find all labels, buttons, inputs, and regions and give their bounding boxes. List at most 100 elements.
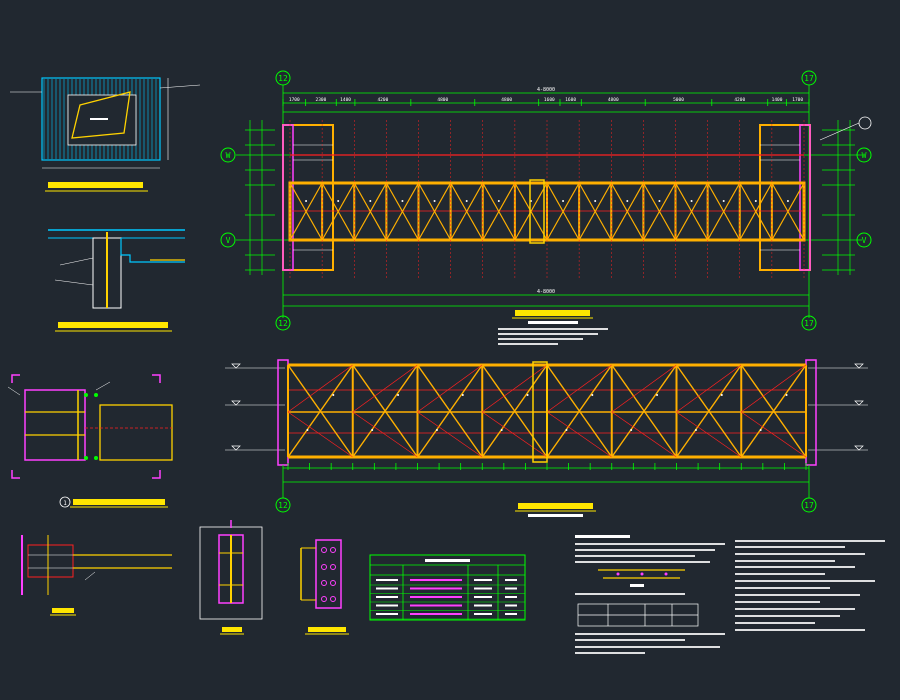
table-cell-text — [474, 579, 492, 581]
truss-plan — [288, 120, 806, 280]
elevation-marker — [332, 394, 335, 396]
elevation-marker — [694, 429, 697, 431]
plan-brace — [514, 182, 548, 241]
note-line — [735, 573, 825, 575]
elevation-secondary-brace — [417, 364, 483, 413]
elevation-secondary-brace — [482, 411, 548, 458]
plan-brace — [385, 182, 420, 241]
table-cell-text — [376, 596, 398, 598]
grid-ticks-elevation — [282, 465, 810, 498]
note-line — [575, 561, 710, 563]
axis-label: 17 — [804, 501, 814, 510]
table-cell-text — [376, 613, 398, 615]
elevation-secondary-brace — [482, 364, 548, 413]
plan-brace — [321, 182, 355, 241]
plan-marker — [786, 200, 789, 202]
note-line — [575, 543, 725, 545]
plan-brace — [353, 182, 387, 241]
axis-label: 12 — [278, 74, 288, 83]
detail-callout-top-right — [819, 116, 872, 141]
plan-brace — [450, 182, 484, 241]
note-line — [735, 601, 820, 603]
dimension-segment-label: 1700 — [289, 97, 300, 103]
detail-hatched-plan — [10, 77, 201, 192]
elevation-marker — [397, 394, 400, 396]
elevation-brace — [416, 364, 483, 458]
dimension-segment-label: 1700 — [792, 97, 803, 103]
elevation-secondary-brace — [676, 411, 742, 458]
dimension-segment-label: 5000 — [673, 97, 684, 103]
note-line — [575, 633, 725, 635]
plan-marker — [497, 200, 500, 202]
plan-marker — [369, 200, 372, 202]
dimension-bottom-plan — [283, 294, 809, 307]
elevation-view: 12 17 — [225, 359, 868, 517]
note-line — [575, 593, 685, 595]
table-cell-text — [410, 579, 462, 581]
elevation-secondary-brace — [676, 364, 742, 413]
note-line — [575, 555, 695, 557]
axis-bubble-12-bottom: 12 — [275, 315, 291, 331]
end-platform-right — [759, 124, 811, 271]
elevation-marker — [435, 429, 438, 431]
axis-label: 12 — [278, 319, 288, 328]
table-cell-text — [376, 587, 398, 590]
dimension-segment-label: 2300 — [316, 97, 327, 103]
table-cell-text — [410, 587, 462, 590]
elevation-brace — [481, 364, 548, 458]
note-table — [577, 603, 699, 627]
table-cell-text — [474, 596, 492, 598]
note-line — [735, 546, 845, 548]
elevation-marker — [371, 429, 374, 431]
elevation-marker — [526, 394, 529, 396]
table-cell-text — [410, 604, 462, 607]
plan-bays — [289, 120, 805, 280]
dimension-segment-label: 1400 — [340, 97, 351, 103]
note-line — [735, 594, 860, 596]
plan-brace — [482, 182, 516, 241]
elevation-brace — [675, 364, 742, 458]
plan-brace — [771, 182, 805, 241]
plan-brace — [546, 182, 580, 241]
elevation-brace — [287, 364, 354, 458]
notes-profile-sketch — [598, 569, 685, 587]
plan-marker — [433, 200, 436, 202]
dimension-segment-label: 4800 — [437, 97, 448, 103]
elevation-levels-left — [225, 367, 285, 451]
note-line — [575, 639, 685, 641]
elevation-marker — [759, 429, 762, 431]
table-cell-text — [376, 604, 398, 607]
elevation-triangle-icon — [231, 363, 864, 451]
elevation-marker — [565, 429, 568, 431]
elevation-secondary-brace — [287, 364, 353, 413]
elevation-marker — [500, 429, 503, 431]
table-cell-text — [505, 613, 517, 615]
overall-dimension-top: 4-8000 — [537, 87, 555, 93]
axis-bubble-12-top: 12 — [275, 70, 291, 86]
table-cell-text — [474, 613, 492, 615]
general-notes — [575, 535, 885, 654]
plan-title-block — [498, 310, 608, 345]
plan-brace — [674, 182, 709, 241]
elevation-secondary-brace — [287, 411, 353, 458]
detail-connection-section — [48, 229, 185, 332]
plan-brace — [417, 182, 452, 241]
plan-marker — [754, 200, 757, 202]
material-table — [369, 554, 526, 621]
plan-marker — [305, 200, 308, 202]
elevation-secondary-brace — [546, 364, 612, 413]
plan-marker — [658, 200, 661, 202]
note-line — [735, 615, 840, 617]
plan-marker — [690, 200, 693, 202]
elevation-secondary-brace — [546, 411, 612, 458]
dimension-segment-label: 1600 — [544, 97, 555, 103]
elevation-brace — [352, 364, 419, 458]
plan-marker — [562, 200, 565, 202]
elevation-title-block — [515, 503, 596, 517]
side-dimensions-left — [245, 120, 275, 275]
elevation-secondary-brace — [352, 411, 418, 458]
axis-label: V — [226, 236, 231, 245]
